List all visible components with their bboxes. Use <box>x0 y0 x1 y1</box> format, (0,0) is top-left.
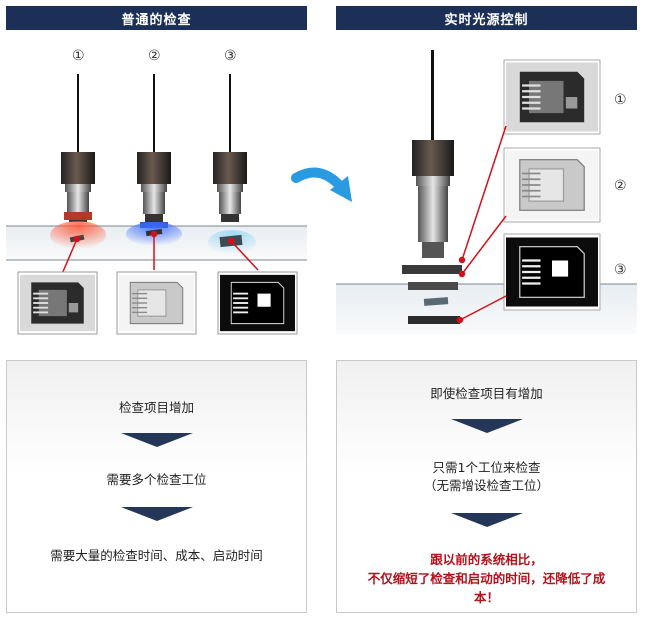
right-step-3: （无需增设检查工位） <box>423 478 549 493</box>
left-result-image-1 <box>20 274 95 332</box>
image-number-2: ② <box>614 178 627 194</box>
right-flow-panel: 即使检查项目有增加 只需1个工位来检查 （无需增设检查工位） 跟以前的系统相比，… <box>336 360 637 613</box>
right-diagram <box>336 50 637 334</box>
left-diagram <box>6 74 307 335</box>
right-step-1: 即使检查项目有增加 <box>430 386 543 401</box>
left-step-2: 需要多个检查工位 <box>106 472 207 487</box>
light-ring-upper <box>402 265 462 274</box>
result-line-1: 跟以前的系统相比， <box>430 552 543 567</box>
camera-number-3: ③ <box>224 48 237 64</box>
camera-number-2: ② <box>148 48 161 64</box>
light-ring-bottom <box>408 316 460 324</box>
camera-2 <box>137 74 171 222</box>
right-title: 实时光源控制 <box>444 12 529 28</box>
left-header: 普通的检查 <box>6 6 307 30</box>
result-line-2: 不仅缩短了检查和启动的时间，还降低了成 <box>367 571 606 586</box>
part-single <box>423 297 449 306</box>
left-result-image-3 <box>220 274 295 332</box>
left-result-image-2 <box>119 274 194 332</box>
right-result-image-3 <box>506 236 598 308</box>
right-header: 实时光源控制 <box>336 6 637 30</box>
down-arrow-icon <box>451 513 523 527</box>
right-result-image-1 <box>506 62 598 132</box>
image-number-1: ① <box>614 92 627 108</box>
down-arrow-icon <box>121 507 193 521</box>
light-ring-lower <box>408 282 458 290</box>
down-arrow-icon <box>451 419 523 433</box>
camera-number-1: ① <box>72 48 85 64</box>
camera-3 <box>213 74 247 222</box>
image-number-3: ③ <box>614 262 627 278</box>
camera-single <box>412 50 454 258</box>
result-line-3: 本！ <box>473 590 499 605</box>
down-arrow-icon <box>121 433 193 447</box>
camera-1 <box>61 74 95 222</box>
right-result-image-2 <box>506 150 598 220</box>
left-step-1: 检查项目增加 <box>118 400 194 415</box>
left-step-3: 需要大量的检查时间、成本、启动时间 <box>50 548 263 563</box>
left-flow-panel: 检查项目增加 需要多个检查工位 需要大量的检查时间、成本、启动时间 <box>6 360 307 613</box>
light-ring-red <box>64 212 92 220</box>
left-title: 普通的检查 <box>121 12 192 28</box>
transition-arrow-icon <box>291 167 352 202</box>
right-step-2: 只需1个工位来检查 <box>432 460 541 475</box>
